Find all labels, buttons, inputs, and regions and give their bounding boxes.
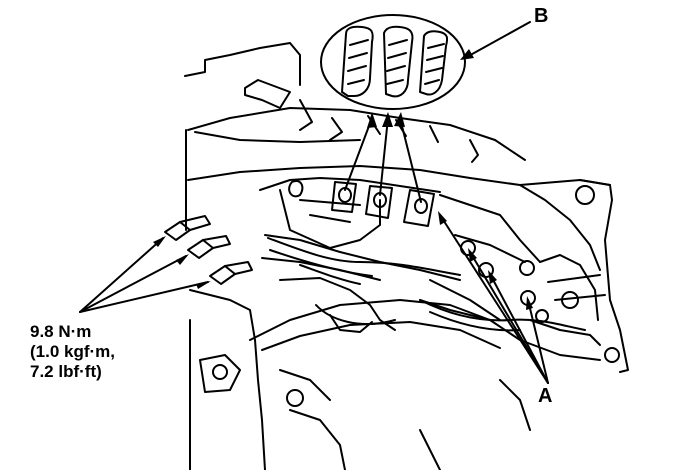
bracket-assembly: [259, 177, 541, 331]
lower-engine-block: [189, 289, 601, 470]
label-a-leaders: [439, 214, 549, 384]
torque-lbfft: 7.2 lbf·ft): [30, 362, 102, 381]
detail-arrows[interactable]: [344, 21, 531, 203]
upper-engine-block: [184, 42, 629, 373]
torque-leaders: [79, 237, 209, 313]
callout-label-b: B: [534, 5, 549, 27]
torque-specification: 9.8 N·m (1.0 kgf·m, 7.2 lbf·ft): [30, 322, 115, 382]
detail-b-oval: [320, 14, 466, 110]
mounting-bolts: [164, 215, 253, 285]
torque-nm: 9.8 N·m: [30, 322, 92, 341]
torque-kgfm: (1.0 kgf·m,: [30, 342, 116, 361]
wire-harness: [267, 237, 586, 332]
arrowheads: [153, 49, 533, 310]
callout-label-a: A: [538, 385, 553, 407]
right-side-housing: [519, 184, 620, 363]
